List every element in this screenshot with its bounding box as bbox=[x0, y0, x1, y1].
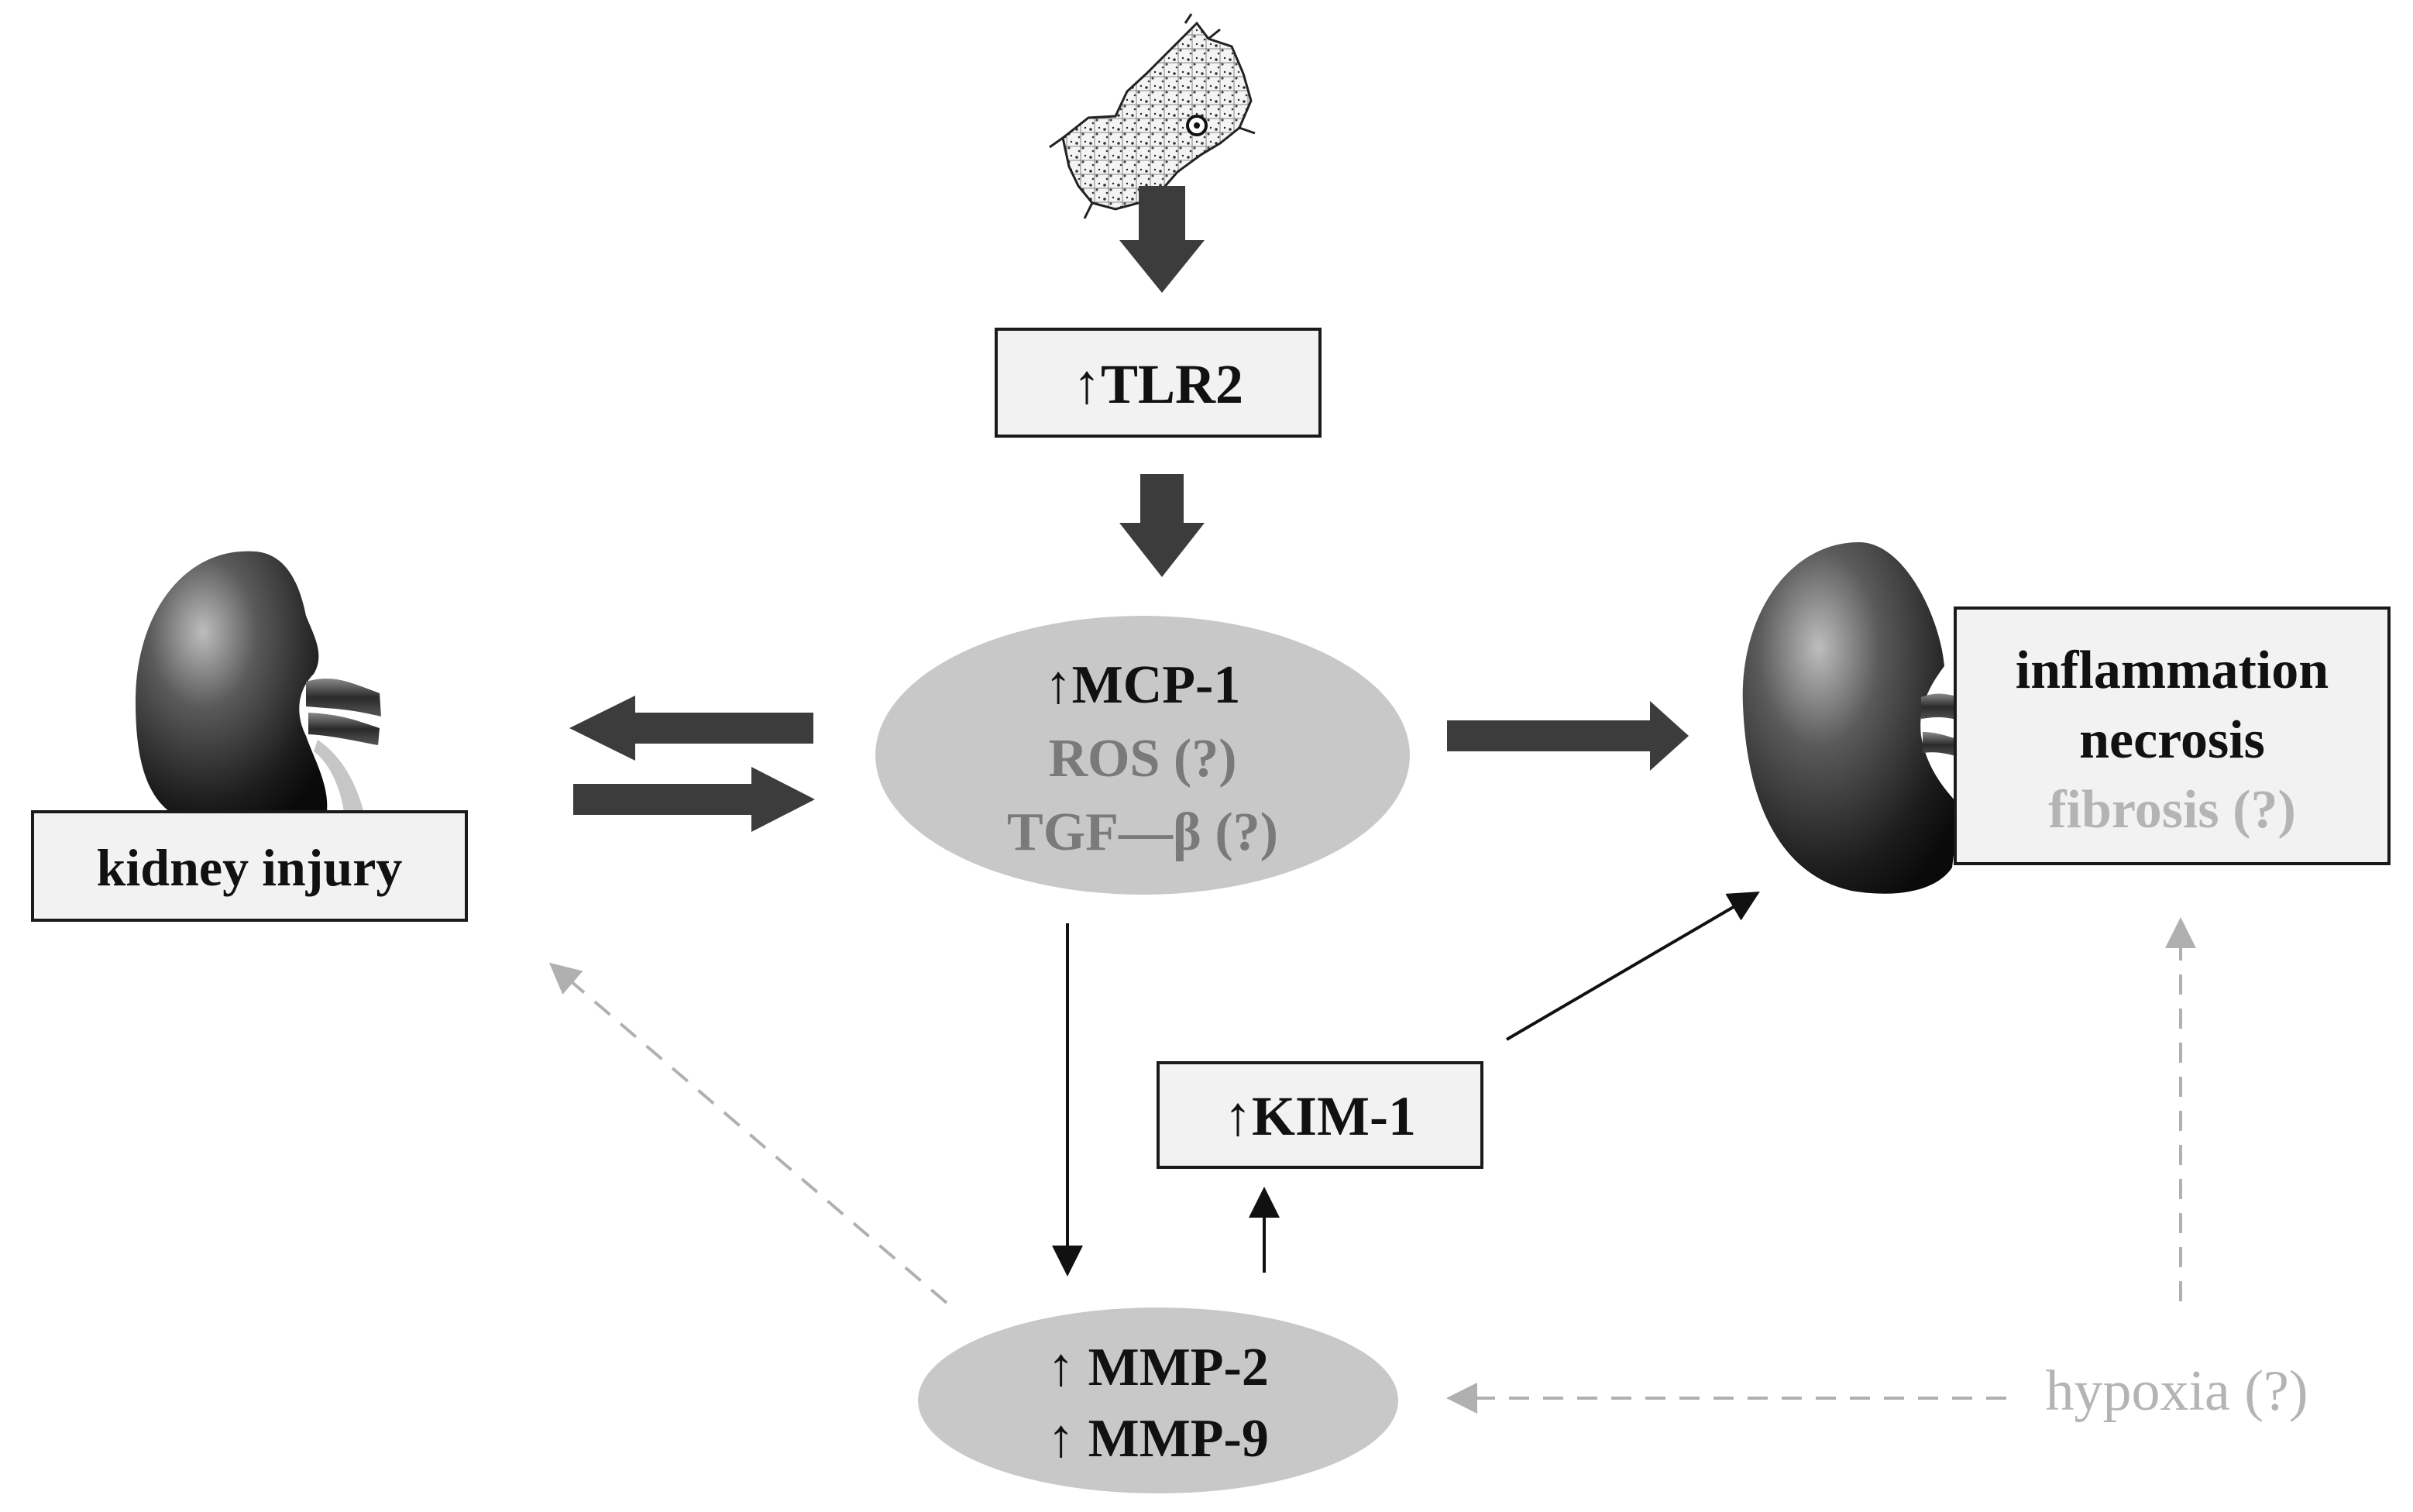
kidney-damage-box: inflammation necrosis fibrosis (?) bbox=[1954, 607, 2391, 865]
kidney-injury-box: kidney injury bbox=[31, 810, 468, 922]
tgfb-label: TGF—β (?) bbox=[1007, 802, 1278, 862]
necrosis-label: necrosis bbox=[2079, 710, 2265, 770]
tlr2-box: ↑TLR2 bbox=[995, 328, 1322, 438]
kidney-injury-label: kidney injury bbox=[97, 838, 403, 897]
mmp-to-kidney-injury-dashed-arrow bbox=[548, 962, 948, 1304]
ros-label: ROS (?) bbox=[1048, 729, 1236, 789]
mcp1-label: ↑MCP-1 bbox=[1045, 655, 1241, 715]
hypoxia-label: hypoxia (?) bbox=[2045, 1359, 2308, 1423]
mediators-ellipse: ↑MCP-1 ROS (?) TGF—β (?) bbox=[875, 616, 1410, 895]
molecule-structure-icon bbox=[1049, 13, 1256, 219]
tlr2-to-mediators-arrow bbox=[1119, 474, 1205, 577]
molecule-to-tlr2-arrow bbox=[1119, 186, 1205, 293]
mmp-ellipse: ↑ MMP-2 ↑ MMP-9 bbox=[918, 1308, 1398, 1493]
inflammation-label: inflammation bbox=[2016, 641, 2329, 700]
mediators-to-kidney-injury-arrow bbox=[569, 696, 813, 761]
kidney-injury-to-mediators-arrow bbox=[573, 767, 815, 832]
kim1-to-kidney-arrow bbox=[1505, 891, 1760, 1041]
fibrosis-label: fibrosis (?) bbox=[2048, 780, 2296, 840]
mmp9-label: ↑ MMP-9 bbox=[1047, 1409, 1269, 1469]
kim1-label: ↑KIM-1 bbox=[1224, 1085, 1416, 1147]
kim1-box: ↑KIM-1 bbox=[1157, 1061, 1483, 1169]
mediators-to-kidney-damage-arrow bbox=[1447, 701, 1689, 771]
mmp2-label: ↑ MMP-2 bbox=[1047, 1338, 1269, 1397]
kidney-icon bbox=[1742, 542, 1960, 894]
tlr2-label: ↑TLR2 bbox=[1073, 353, 1243, 415]
kidney-icon bbox=[136, 551, 381, 821]
